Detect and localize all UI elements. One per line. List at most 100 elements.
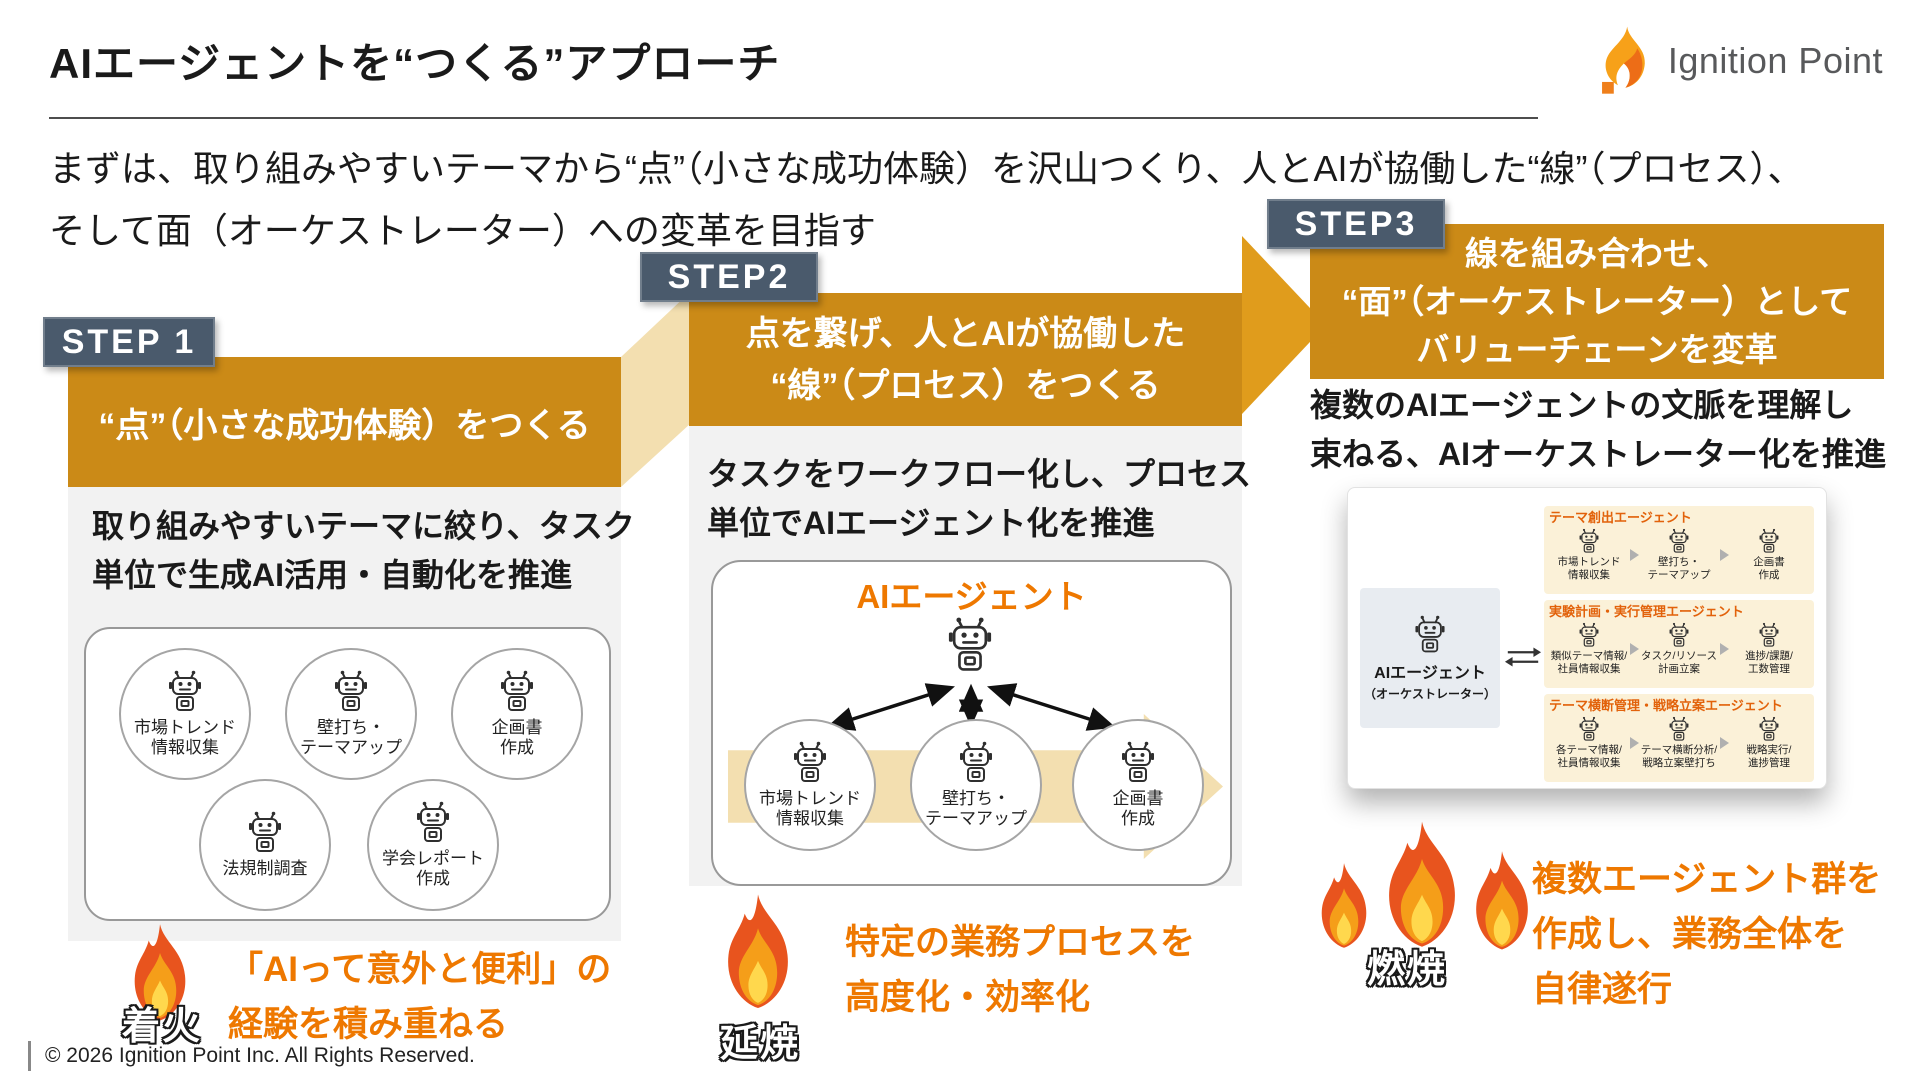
flame-icon [1462, 850, 1542, 952]
task-label: 市場トレンド 情報収集 [759, 789, 861, 828]
agent-cell: 戦略実行/ 進捗管理 [1729, 716, 1809, 769]
agent-cell-label: テーマ横断分析/ 戦略立案壁打ち [1640, 744, 1718, 769]
agent-group: テーマ創出エージェント 市場トレンド 情報収集 壁打ち・ テーマアップ 企画書 … [1544, 506, 1814, 594]
step1-step2-connector [621, 293, 689, 487]
flame-icon [1310, 862, 1378, 950]
robot-icon [954, 741, 998, 787]
agent-group: テーマ横断管理・戦略立案エージェント 各テーマ情報/ 社員情報収集 テーマ横断分… [1544, 694, 1814, 782]
agent-group: 実験計画・実行管理エージェント 類似テーマ情報/ 社員情報収集 タスク/リソース… [1544, 600, 1814, 688]
robot-icon [329, 670, 373, 716]
robot-icon [788, 741, 832, 787]
step1-result: 「AIって意外と便利」の 経験を積み重ねる [228, 950, 612, 1044]
agent-cell-label: 企画書 作成 [1753, 556, 1785, 581]
step2-badge: STEP2 [640, 252, 818, 302]
robot-icon [1756, 716, 1782, 744]
robot-icon [495, 670, 539, 716]
step2-description: タスクをワークフロー化し、プロセス 単位でAIエージェント化を推進 [707, 456, 1252, 541]
agent-cell-label: 壁打ち・ テーマアップ [1647, 556, 1711, 581]
agent-group-label: 実験計画・実行管理エージェント [1549, 604, 1744, 619]
step3-description: 複数のAIエージェントの文脈を理解し 束ねる、AIオーケストレーター化を推進 [1310, 387, 1887, 472]
flame-icon [1372, 820, 1472, 950]
robot-icon [411, 801, 455, 847]
agent-cell-label: 進捗/課題/ 工数管理 [1745, 650, 1793, 675]
robot-icon [1756, 528, 1782, 556]
robot-icon [1756, 622, 1782, 650]
step1-description: 取り組みやすいテーマに絞り、タスク 単位で生成AI活用・自動化を推進 [92, 508, 635, 593]
agent-cell: 市場トレンド 情報収集 [1549, 528, 1629, 581]
step2-diagram: AIエージェント 市場トレンド 情報収集 壁打ち・ テーマアップ [711, 560, 1232, 886]
step1-flame-label: 着火 [121, 1006, 202, 1048]
robot-icon [1666, 528, 1692, 556]
title-divider [49, 117, 1538, 119]
orchestrator-box: AIエージェント （オーケストレーター） [1360, 588, 1500, 728]
bidirectional-arrow-icon [1504, 644, 1542, 670]
agent-group-label: テーマ創出エージェント [1549, 510, 1692, 525]
step3-badge: STEP3 [1267, 199, 1445, 249]
step1-diagram: 市場トレンド 情報収集 壁打ち・ テーマアップ 企画書 作成 法規制調査 学会レ… [84, 627, 611, 921]
arrow-right-icon [1629, 642, 1639, 655]
flame-icon [122, 923, 198, 1023]
task-circle: 企画書 作成 [451, 648, 583, 780]
agent-cells: 各テーマ情報/ 社員情報収集 テーマ横断分析/ 戦略立案壁打ち 戦略実行/ 進捗… [1549, 716, 1809, 769]
flame-icon [713, 893, 803, 1011]
agent-cell: テーマ横断分析/ 戦略立案壁打ち [1639, 716, 1719, 769]
arrow-right-icon [1719, 642, 1729, 655]
task-circle: 企画書 作成 [1072, 719, 1204, 851]
task-circle: 市場トレンド 情報収集 [119, 648, 251, 780]
arrow-right-icon [1629, 548, 1639, 561]
agent-cell: 壁打ち・ テーマアップ [1639, 528, 1719, 581]
task-label: 企画書 作成 [491, 718, 543, 757]
task-label: 壁打ち・ テーマアップ [925, 789, 1027, 828]
agent-cell-label: タスク/リソース 計画立案 [1641, 650, 1717, 675]
robot-icon [1576, 528, 1602, 556]
agent-cell-label: 各テーマ情報/ 社員情報収集 [1556, 744, 1622, 769]
step2-flame-label: 延焼 [719, 1023, 800, 1065]
logo-text: Ignition Point [1667, 40, 1883, 81]
hub-connector-arrows [825, 683, 1117, 731]
robot-icon [243, 811, 287, 857]
agent-cell-label: 市場トレンド 情報収集 [1557, 556, 1621, 581]
arrow-right-icon [1629, 736, 1639, 749]
agent-cell: 各テーマ情報/ 社員情報収集 [1549, 716, 1629, 769]
robot-icon [941, 616, 999, 678]
agent-cell: 企画書 作成 [1729, 528, 1809, 581]
agent-cells: 市場トレンド 情報収集 壁打ち・ テーマアップ 企画書 作成 [1549, 528, 1809, 581]
task-label: 企画書 作成 [1112, 789, 1164, 828]
orchestrator-subtitle: （オーケストレーター） [1363, 686, 1496, 701]
step1-header: “点”（小さな成功体験）をつくる [68, 357, 621, 487]
robot-icon [1410, 615, 1450, 657]
agent-cell: タスク/リソース 計画立案 [1639, 622, 1719, 675]
agent-cell: 進捗/課題/ 工数管理 [1729, 622, 1809, 675]
task-circle: 壁打ち・ テーマアップ [910, 719, 1042, 851]
orchestrator-title: AIエージェント [1374, 664, 1486, 682]
step3-diagram: AIエージェント （オーケストレーター） テーマ創出エージェント 市場トレンド … [1347, 487, 1827, 789]
step2-result: 特定の業務プロセスを 高度化・効率化 [845, 923, 1196, 1017]
robot-icon [163, 670, 207, 716]
task-label: 学会レポート 作成 [382, 849, 484, 888]
robot-icon [1576, 716, 1602, 744]
copyright: © 2026 Ignition Point Inc. All Rights Re… [28, 1041, 475, 1071]
agent-cell-label: 戦略実行/ 進捗管理 [1746, 744, 1792, 769]
task-label: 市場トレンド 情報収集 [134, 718, 236, 757]
intro-line-1: まずは、取り組みやすいテーマから“点”（小さな成功体験）を沢山つくり、人とAIが… [49, 148, 1804, 189]
task-label: 法規制調査 [222, 859, 308, 878]
task-circle: 壁打ち・ テーマアップ [285, 648, 417, 780]
robot-icon [1666, 622, 1692, 650]
intro-line-2: そして面（オーケストレーター）への変革を目指す [49, 210, 876, 251]
task-label: 壁打ち・ テーマアップ [300, 718, 402, 757]
task-circle: 法規制調査 [199, 779, 331, 911]
step2-header: 点を繋げ、人とAIが協働した “線”（プロセス）をつくる [689, 293, 1242, 426]
agent-cell-label: 類似テーマ情報/ 社員情報収集 [1550, 650, 1628, 675]
arrow-right-icon [1719, 736, 1729, 749]
task-circle: 学会レポート 作成 [367, 779, 499, 911]
ignition-point-logo: Ignition Point [1592, 24, 1883, 98]
page-title: AIエージェントを“つくる”アプローチ [49, 40, 781, 87]
arrow-right-icon [1719, 548, 1729, 561]
ai-agent-title: AIエージェント [856, 578, 1087, 615]
agent-cells: 類似テーマ情報/ 社員情報収集 タスク/リソース 計画立案 進捗/課題/ 工数管… [1549, 622, 1809, 675]
robot-icon [1666, 716, 1692, 744]
robot-icon [1576, 622, 1602, 650]
agent-cell: 類似テーマ情報/ 社員情報収集 [1549, 622, 1629, 675]
task-circle: 市場トレンド 情報収集 [744, 719, 876, 851]
